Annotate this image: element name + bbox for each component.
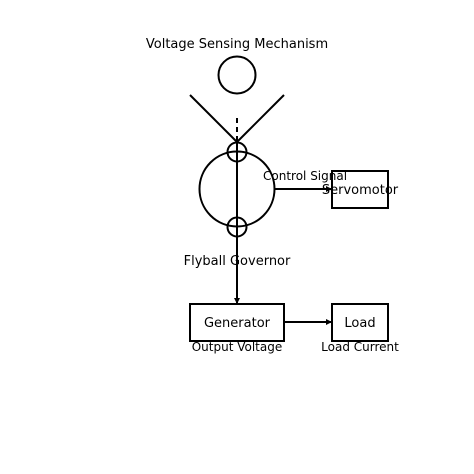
diagram-title: Voltage Sensing Mechanism	[146, 37, 328, 52]
load-box	[331, 303, 389, 342]
load-current-label: Load Current	[321, 340, 399, 354]
left-arm	[189, 94, 238, 143]
load-label: Load	[344, 316, 375, 331]
generator-label: Generator	[204, 316, 271, 331]
sensing-ball	[217, 55, 257, 95]
right-arm	[236, 94, 285, 143]
top-pivot	[226, 141, 248, 163]
output-voltage-label: Output Voltage	[192, 340, 283, 354]
control-signal-label: Control Signal	[263, 169, 347, 183]
servomotor-label: Servomotor	[322, 183, 399, 198]
servomotor-box	[331, 170, 389, 209]
